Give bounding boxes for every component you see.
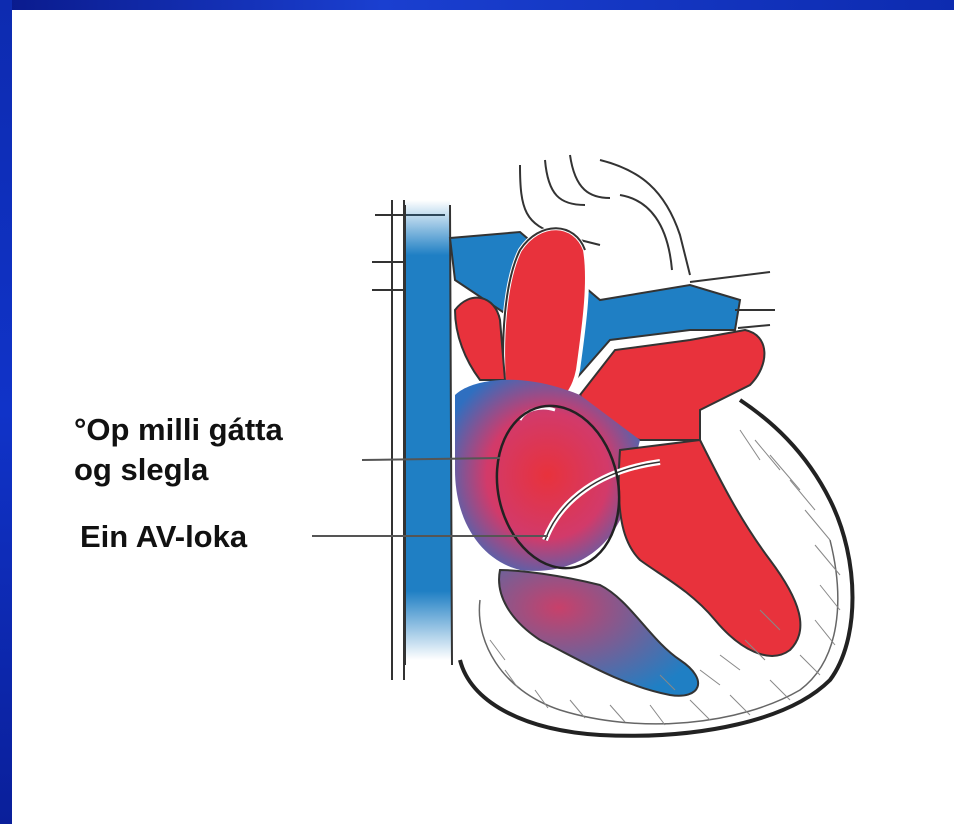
- label-primum-defect: °Op milli gátta og slegla: [74, 410, 283, 490]
- label-primum-line2: og slegla: [74, 450, 283, 490]
- label-primum-line1: °Op milli gátta: [74, 410, 283, 450]
- ascending-aorta: [503, 228, 587, 406]
- label-av-valve: Ein AV-loka: [80, 517, 247, 557]
- vena-cava: [405, 200, 452, 660]
- pulmonary-vein-left: [455, 298, 505, 380]
- right-ventricle: [499, 570, 698, 696]
